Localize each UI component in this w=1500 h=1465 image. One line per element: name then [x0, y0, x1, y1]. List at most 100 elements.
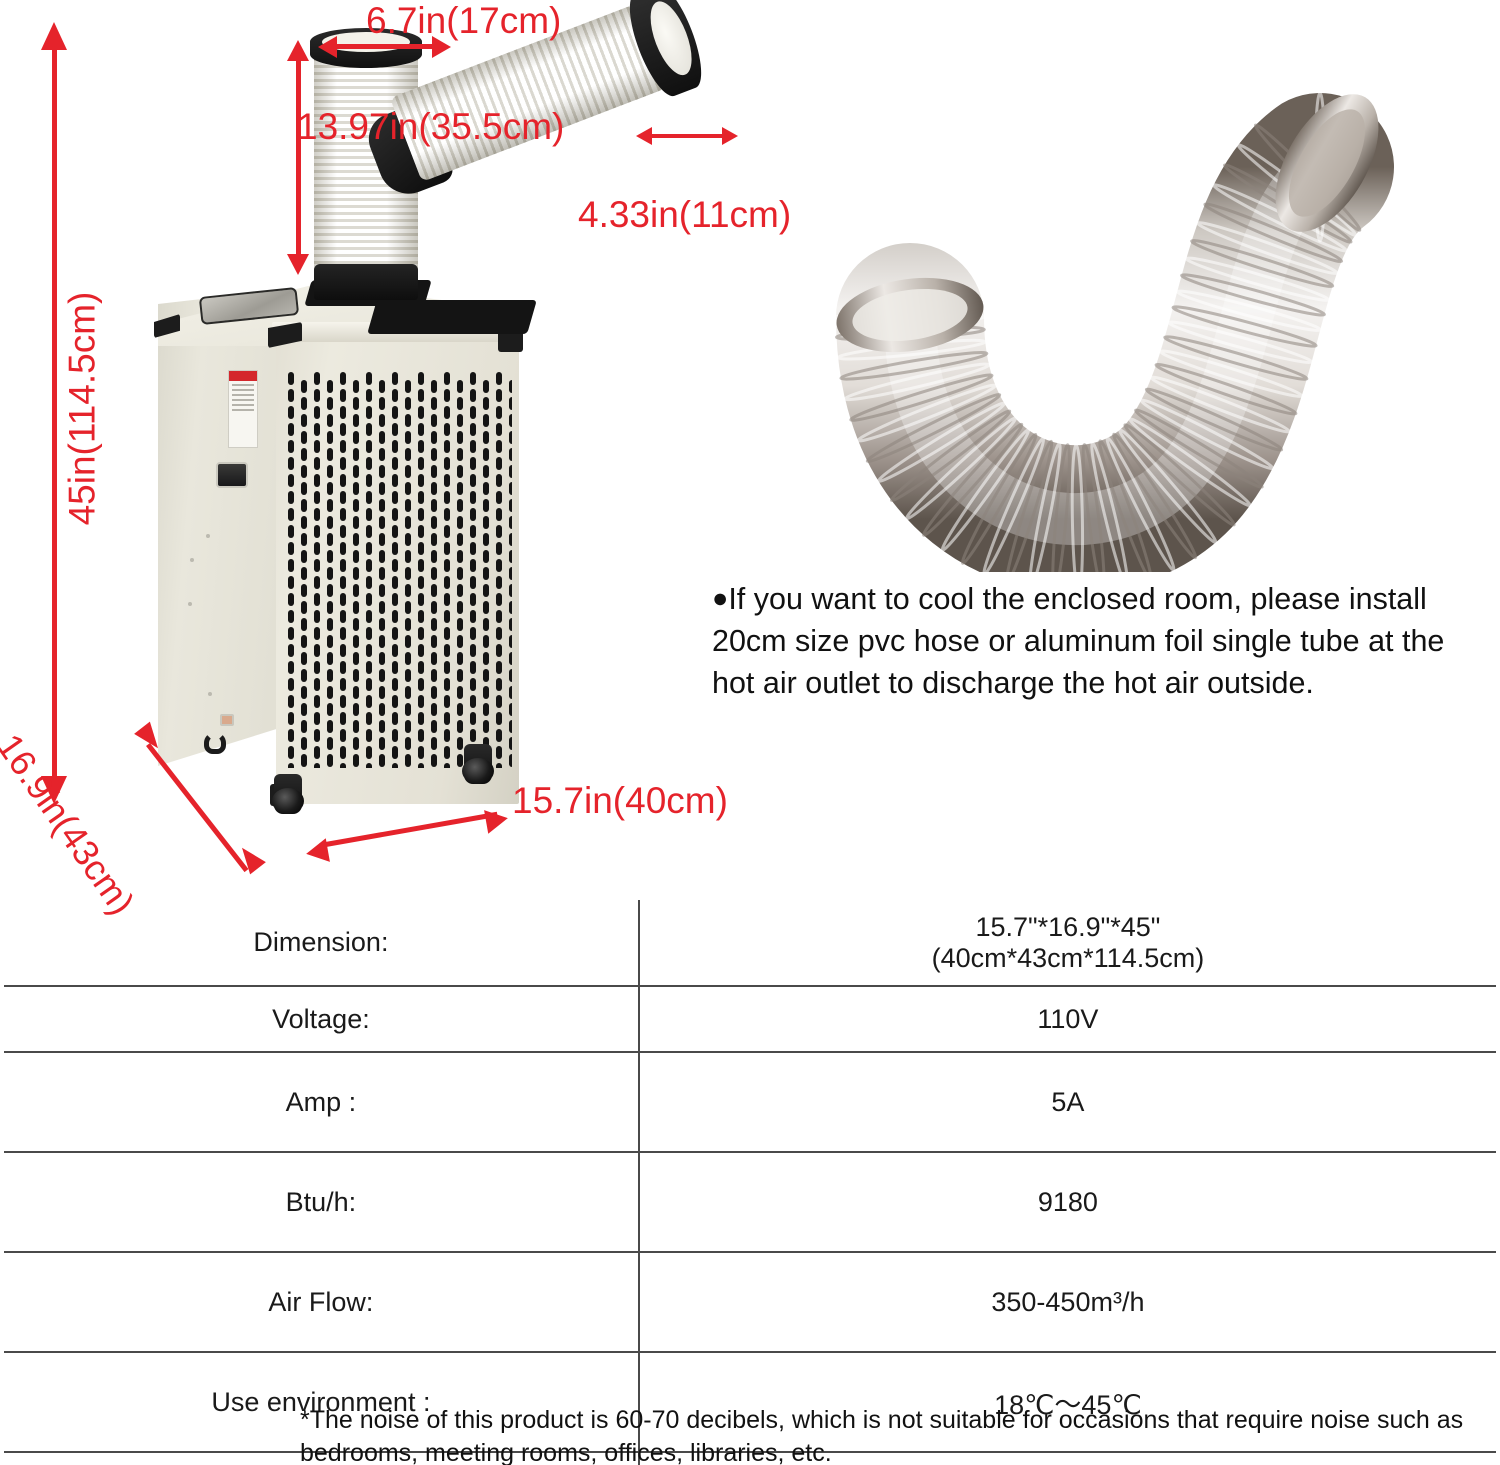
noise-footnote: *The noise of this product is 60-70 deci… [300, 1406, 1464, 1465]
dimension-label-hose-diameter-top: 6.7in(17cm) [366, 0, 562, 41]
grille-slot [288, 423, 294, 436]
duct-rib [1144, 387, 1284, 452]
grille-slot [457, 618, 463, 631]
grille-slot [418, 712, 424, 725]
grille-slot [483, 380, 489, 393]
grille-slot [301, 414, 307, 427]
grille-slot [483, 516, 489, 529]
grille-slot [366, 678, 372, 691]
arrowhead-up [41, 22, 67, 50]
hose-mount-plate-right [367, 300, 537, 334]
grille-slot [366, 525, 372, 538]
grille-slot [353, 499, 359, 512]
duct-rib [1123, 423, 1236, 527]
grille-slot [301, 516, 307, 529]
grille-slot [418, 525, 424, 538]
grille-slot [509, 754, 512, 767]
grille-slot [405, 652, 411, 665]
grille-slot [379, 397, 385, 410]
grille-slot [418, 440, 424, 453]
arrowhead-left [304, 838, 330, 866]
grille-slot [379, 584, 385, 597]
grille-slot [366, 406, 372, 419]
grille-slot [392, 729, 398, 742]
grille-slot [444, 610, 450, 623]
grille-slot [496, 763, 502, 768]
grille-slot [366, 423, 372, 436]
grille-slot [392, 406, 398, 419]
grille-slot [470, 389, 476, 402]
bullet-icon: ● [712, 583, 729, 613]
grille-slot [353, 618, 359, 631]
grille-slot [418, 678, 424, 691]
grille-slot [496, 389, 502, 402]
grille-slot [327, 601, 333, 614]
grille-slot [457, 380, 463, 393]
grille-slot [457, 703, 463, 716]
grille-slot [470, 491, 476, 504]
grille-slot [431, 618, 437, 631]
grille-slot [288, 610, 294, 623]
grille-slot [392, 593, 398, 606]
grille-slot [379, 618, 385, 631]
grille-slot [288, 440, 294, 453]
grille-slot [327, 465, 333, 478]
grille-slot [379, 635, 385, 648]
grille-slot [366, 389, 372, 402]
grille-slot [431, 686, 437, 699]
grille-slot [457, 652, 463, 665]
grille-slot [366, 508, 372, 521]
grille-slot [301, 465, 307, 478]
grille-slot [431, 499, 437, 512]
grille-slot [392, 457, 398, 470]
grille-slot [509, 431, 512, 444]
grille-slot [379, 414, 385, 427]
spec-value: 9180 [638, 1151, 1496, 1253]
grille-slot [327, 499, 333, 512]
grille-slot [379, 448, 385, 461]
grille-slot [483, 482, 489, 495]
grille-slot [496, 729, 502, 742]
grille-slot [379, 482, 385, 495]
grille-slot [483, 567, 489, 580]
grille-slot [379, 465, 385, 478]
grille-slot [444, 712, 450, 725]
grille-slot [457, 584, 463, 597]
grille-slot [496, 474, 502, 487]
grille-slot [470, 423, 476, 436]
duct-rib [1154, 362, 1298, 416]
grille-slot [431, 533, 437, 546]
grille-slot [431, 414, 437, 427]
table-row: Dimension:15.7"*16.9"*45"(40cm*43cm*114.… [4, 900, 1496, 987]
duct-rib [865, 393, 1002, 463]
grille-slot [496, 406, 502, 419]
grille-slot [405, 686, 411, 699]
spec-value: 5A [638, 1051, 1496, 1153]
screw [206, 534, 210, 538]
grille-slot [288, 389, 294, 402]
grille-slot [431, 550, 437, 563]
grille-slot [301, 601, 307, 614]
grille-slot [444, 508, 450, 521]
grille-slot [288, 712, 294, 725]
grille-slot [340, 440, 346, 453]
grille-slot [301, 533, 307, 546]
grille-slot [353, 720, 359, 733]
table-row: Power:1000W [4, 1451, 1496, 1465]
table-row: Use environment :18℃～45℃ [4, 1351, 1496, 1453]
grille-slot [353, 550, 359, 563]
grille-slot [457, 737, 463, 750]
screw [188, 602, 192, 606]
grille-slot [366, 542, 372, 555]
duct-rib [1128, 417, 1252, 508]
grille-slot [444, 644, 450, 657]
grille-slot [457, 397, 463, 410]
grille-slot [366, 474, 372, 487]
grille-slot [340, 627, 346, 640]
grille-slot [496, 542, 502, 555]
arrowhead-down [287, 254, 309, 275]
grille-slot [405, 754, 411, 767]
table-row: Amp :5A [4, 1051, 1496, 1153]
grille-slot [366, 712, 372, 725]
grille-slot [457, 754, 463, 767]
